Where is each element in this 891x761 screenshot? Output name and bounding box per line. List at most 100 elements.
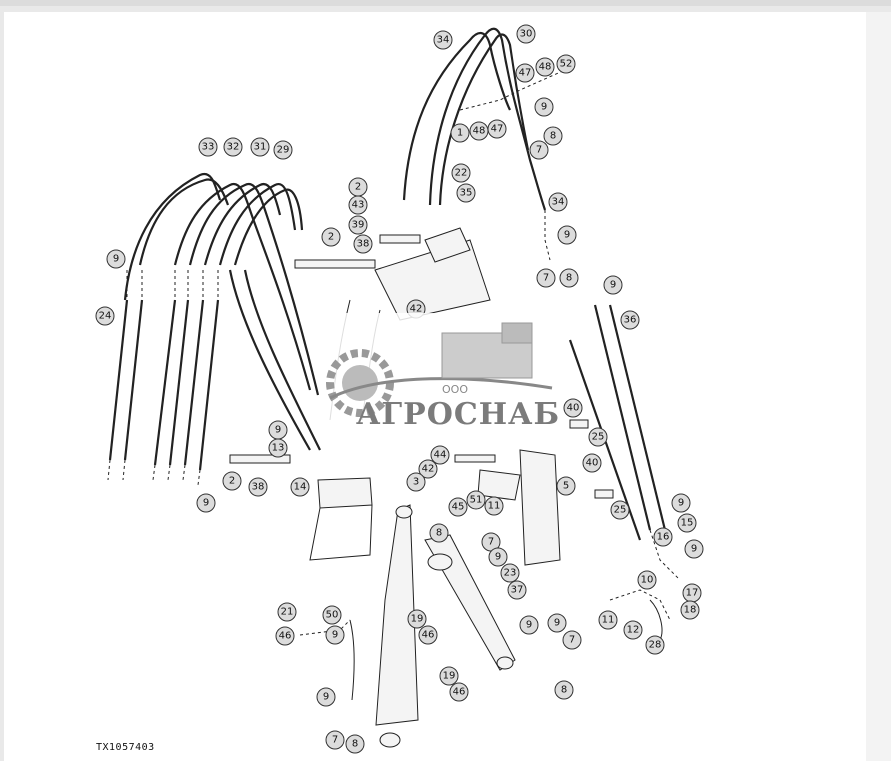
callout: 32	[223, 137, 243, 157]
callout: 19	[407, 609, 427, 629]
callout-number: 37	[511, 585, 524, 596]
callout-number: 29	[277, 145, 290, 156]
callout: 9	[519, 615, 539, 635]
callout: 31	[250, 137, 270, 157]
callout-number: 47	[519, 68, 532, 79]
callout: 11	[484, 496, 504, 516]
callout: 10	[637, 570, 657, 590]
left-hose-bundle	[107, 172, 321, 486]
callout-number: 9	[275, 425, 281, 436]
callout-number: 23	[504, 568, 517, 579]
callout-number: 9	[678, 498, 684, 509]
callout: 9	[325, 625, 345, 645]
callout: 40	[563, 398, 583, 418]
callout-number: 7	[488, 537, 494, 548]
callout-number: 31	[254, 142, 267, 153]
callout-number: 7	[536, 145, 542, 156]
callout-number: 9	[495, 552, 501, 563]
callout-number: 16	[657, 532, 670, 543]
callout-number: 15	[681, 518, 694, 529]
callout-number: 46	[422, 630, 435, 641]
callout: 2	[222, 471, 242, 491]
callout-number: 14	[294, 482, 307, 493]
callout-number: 46	[453, 687, 466, 698]
callout: 38	[248, 477, 268, 497]
lift-cylinders	[299, 504, 516, 748]
callout: 9	[534, 97, 554, 117]
callout: 17	[682, 583, 702, 603]
callout-number: 11	[602, 615, 615, 626]
callout: 13	[268, 438, 288, 458]
callout: 12	[623, 620, 643, 640]
callout-number: 9	[113, 254, 119, 265]
callout: 22	[451, 163, 471, 183]
callout: 9	[196, 493, 216, 513]
callout: 9	[603, 275, 623, 295]
callout-number: 7	[332, 735, 338, 746]
callout-number: 5	[563, 481, 569, 492]
callout: 43	[348, 195, 368, 215]
callout-number: 25	[614, 505, 627, 516]
callout: 18	[680, 600, 700, 620]
callout: 46	[275, 626, 295, 646]
callout: 29	[273, 140, 293, 160]
callout: 36	[620, 310, 640, 330]
callout-number: 8	[561, 685, 567, 696]
callout: 40	[582, 453, 602, 473]
callout-number: 51	[470, 495, 483, 506]
callout-number: 38	[357, 239, 370, 250]
callout: 46	[418, 625, 438, 645]
callout-number: 32	[227, 142, 240, 153]
callout-number: 9	[554, 618, 560, 629]
callout: 7	[536, 268, 556, 288]
callout-number: 22	[455, 168, 468, 179]
figure-id: TX1057403	[96, 742, 155, 753]
callout: 9	[268, 420, 288, 440]
callout: 16	[653, 527, 673, 547]
callout: 24	[95, 306, 115, 326]
top-hoses	[402, 27, 566, 261]
top-bar	[0, 0, 891, 6]
callout-number: 28	[649, 640, 662, 651]
callout: 3	[406, 472, 426, 492]
callout-number: 9	[564, 230, 570, 241]
callout: 5	[556, 476, 576, 496]
callout-number: 9	[691, 544, 697, 555]
watermark: ООО АГРОСНАБ	[322, 313, 560, 444]
callout: 47	[487, 119, 507, 139]
callout: 8	[345, 734, 365, 754]
callout: 23	[500, 563, 520, 583]
callout: 2	[348, 177, 368, 197]
callout: 42	[418, 459, 438, 479]
callout-number: 24	[99, 311, 112, 322]
callout-number: 52	[560, 59, 573, 70]
callout-number: 7	[569, 635, 575, 646]
callout: 52	[556, 54, 576, 74]
callout-number: 39	[352, 220, 365, 231]
callout: 8	[543, 126, 563, 146]
callout-number: 8	[436, 528, 442, 539]
callout-number: 1	[457, 128, 463, 139]
callout: 19	[439, 666, 459, 686]
callout-number: 9	[541, 102, 547, 113]
callout-number: 8	[550, 131, 556, 142]
callout-bubbles: 34 30 47 48 52 9 1 48 47 8 7 22 35 34 9 …	[95, 24, 704, 754]
callout: 14	[290, 477, 310, 497]
callout-number: 38	[252, 482, 265, 493]
callout: 9	[684, 539, 704, 559]
callout-number: 44	[434, 450, 447, 461]
callout: 9	[547, 613, 567, 633]
callout-number: 7	[543, 273, 549, 284]
callout: 9	[671, 493, 691, 513]
callout: 30	[516, 24, 536, 44]
callout: 9	[316, 687, 336, 707]
callout-number: 2	[355, 182, 361, 193]
callout-number: 10	[641, 575, 654, 586]
callout-number: 12	[627, 625, 640, 636]
callout: 7	[325, 730, 345, 750]
callout-number: 19	[411, 614, 424, 625]
callout-number: 33	[202, 142, 215, 153]
callout-number: 40	[586, 458, 599, 469]
callout: 9	[557, 225, 577, 245]
